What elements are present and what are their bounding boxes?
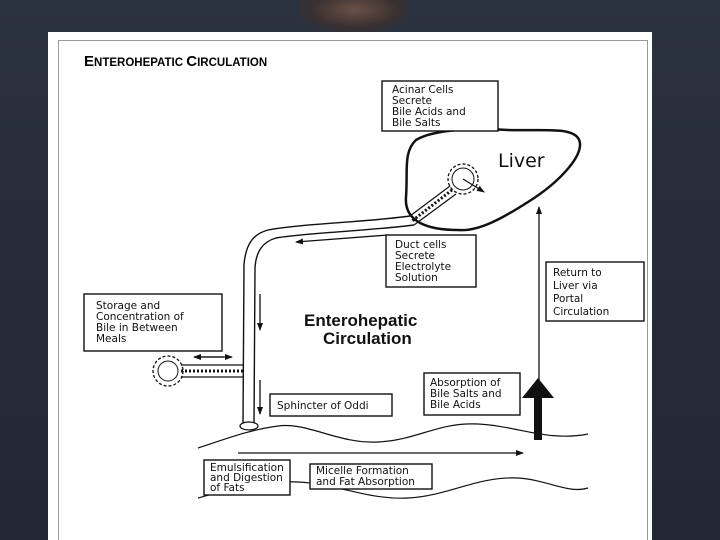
slide-frame [58, 40, 648, 540]
storage-line-4: Meals [96, 333, 126, 345]
acinar-line-3: Bile Acids and [392, 106, 466, 118]
emulsification-box: Emulsification and Digestion of Fats [203, 459, 291, 496]
micelle-box: Micelle Formation and Fat Absorption [309, 463, 433, 490]
micelle-line-1: Micelle Formation [316, 465, 409, 477]
acinar-line-2: Secrete [392, 95, 432, 107]
emulsification-line-2: and Digestion [210, 472, 283, 484]
center-title-line-1: Enterohepatic [304, 311, 417, 330]
duct-line-4: Solution [395, 272, 438, 284]
sphincter-of-oddi-box: Sphincter of Oddi [269, 393, 393, 417]
return-line-3: Portal [553, 293, 583, 305]
sphincter-ring [239, 421, 259, 431]
return-line-2: Liver via [553, 280, 598, 292]
title-initial-c: C [186, 53, 197, 70]
title-rest-2: IRCULATION [197, 57, 267, 69]
absorption-line-1: Absorption of [430, 377, 501, 389]
duct-flow-arrow [295, 234, 389, 245]
liver-acinus [447, 163, 485, 195]
title-initial-e: E [84, 53, 94, 70]
duct-line-2: Secrete [395, 250, 435, 262]
bile-duct-pipe [242, 215, 415, 425]
slide-title: ENTEROHEPATIC CIRCULATION [84, 53, 267, 70]
absorption-thick-arrow [522, 378, 554, 440]
micelle-line-2: and Fat Absorption [316, 476, 415, 488]
storage-line-1: Storage and [96, 300, 160, 312]
acinar-line-4: Bile Salts [392, 117, 440, 129]
absorption-box: Absorption of Bile Salts and Bile Acids [423, 372, 521, 416]
emulsification-line-3: of Fats [210, 482, 245, 494]
storage-box: Storage and Concentration of Bile in Bet… [83, 293, 223, 352]
absorption-line-3: Bile Acids [430, 399, 481, 411]
title-rest-1: NTEROHEPATIC [94, 57, 186, 69]
return-line-4: Circulation [553, 306, 609, 318]
duct-cells-box: Duct cells Secrete Electrolyte Solution [385, 234, 477, 288]
emulsification-line-1: Emulsification [210, 462, 284, 474]
return-line-1: Return to [553, 267, 602, 279]
center-title-line-2: Circulation [323, 329, 412, 348]
duct-line-1: Duct cells [395, 239, 447, 251]
storage-line-3: Bile in Between [96, 322, 178, 334]
sphincter-label: Sphincter of Oddi [277, 400, 369, 412]
acinar-line-1: Acinar Cells [392, 84, 454, 96]
gallbladder [152, 355, 244, 387]
liver-shape [404, 128, 582, 232]
absorption-line-2: Bile Salts and [430, 388, 502, 400]
diagram: ENTEROHEPATIC CIRCULATION Liver [83, 53, 645, 499]
liver-duct [409, 185, 457, 226]
return-to-liver-box: Return to Liver via Portal Circulation [545, 261, 645, 322]
storage-line-2: Concentration of [96, 311, 184, 323]
duct-line-3: Electrolyte [395, 261, 451, 273]
acinar-cells-box: Acinar Cells Secrete Bile Acids and Bile… [381, 80, 499, 132]
slide: ENTEROHEPATIC CIRCULATION Liver [48, 32, 652, 540]
presenter-video-thumbnail [300, 0, 410, 32]
intestine-upper-wall [197, 423, 589, 449]
liver-label: Liver [498, 150, 545, 172]
